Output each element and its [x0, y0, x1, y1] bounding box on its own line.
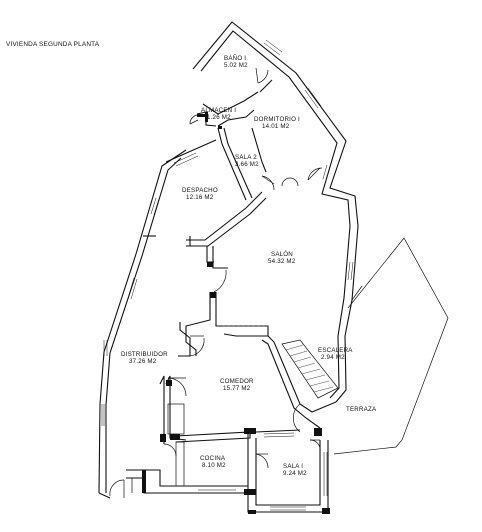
room-name-salon: SALÓN — [271, 251, 293, 258]
interior-walls — [143, 79, 337, 495]
room-area-comedor: 15.77 M2 — [223, 385, 251, 392]
kitchen-fixtures — [131, 403, 185, 493]
room-area-salon: 54.32 M2 — [268, 258, 296, 265]
room-name-sala2: SALA 2 — [235, 154, 257, 161]
room-area-bano: 5.02 M2 — [224, 62, 248, 69]
stair — [222, 325, 339, 399]
room-name-cocina: COCINA — [200, 455, 226, 462]
room-labels: BAÑO I 5.02 M2 ALMACEN I 1.26 M2 DORMITO… — [121, 55, 377, 477]
room-area-escalera: 2.94 M2 — [321, 354, 345, 361]
room-area-dormitorio: 14.01 M2 — [262, 123, 290, 130]
room-name-almacen: ALMACEN I — [201, 107, 236, 114]
room-area-despacho: 12.16 M2 — [186, 194, 214, 201]
room-area-almacen: 1.26 M2 — [207, 114, 231, 121]
room-area-distribuidor: 37.26 M2 — [129, 358, 157, 365]
room-area-sala2: 3.66 M2 — [235, 161, 259, 168]
room-name-dormitorio: DORMITORIO I — [254, 116, 300, 123]
room-area-sala1: 9.24 M2 — [283, 470, 307, 477]
windows — [101, 39, 354, 511]
room-area-cocina: 8.10 M2 — [202, 462, 226, 469]
room-name-escalera: ESCALERA — [318, 347, 353, 354]
room-name-bano: BAÑO I — [224, 55, 246, 62]
wall-fills — [142, 112, 330, 514]
room-name-despacho: DESPACHO — [182, 187, 218, 194]
room-name-sala1: SALA I — [283, 463, 303, 470]
exterior-walls — [98, 21, 359, 513]
terrace-outline — [333, 237, 449, 455]
plan-title: VIVIENDA SEGUNDA PLANTA — [6, 41, 100, 48]
room-name-terraza: TERRAZA — [346, 406, 377, 413]
room-name-comedor: COMEDOR — [220, 378, 254, 385]
doors — [109, 67, 323, 498]
room-name-distribuidor: DISTRIBUIDOR — [121, 351, 168, 358]
